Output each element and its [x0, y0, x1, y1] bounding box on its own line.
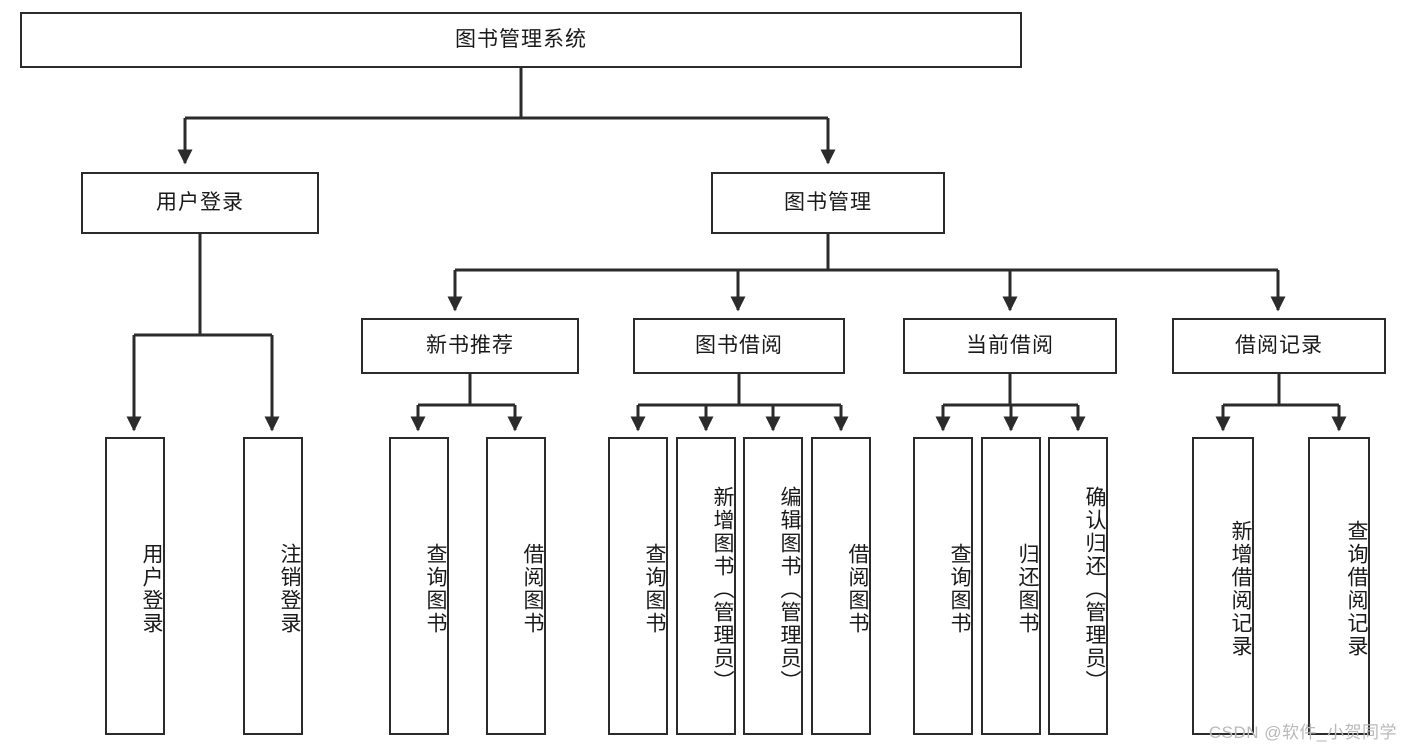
node-user-login[interactable]: 用户登录: [81, 172, 319, 234]
node-leaf-query-book-rec-label: 查询图书: [424, 543, 447, 635]
node-leaf-add-record[interactable]: 新增借阅记录: [1192, 437, 1254, 735]
node-leaf-borrow-book-rec[interactable]: 借阅图书: [486, 437, 546, 735]
edge-book-manage-to-level3: [447, 234, 1286, 312]
edge-borrow-record-to-leaves: [1215, 374, 1347, 432]
node-leaf-add-book[interactable]: 新增图书（管理员）: [676, 437, 736, 735]
edge-root-to-level2: [177, 68, 836, 165]
node-leaf-query-book-rec[interactable]: 查询图书: [389, 437, 449, 735]
node-new-book-rec-label: 新书推荐: [426, 333, 514, 357]
node-leaf-query-book-cur-label: 查询图书: [948, 543, 971, 635]
edge-current-borrow-to-leaves: [935, 374, 1086, 432]
node-leaf-user-logout[interactable]: 注销登录: [243, 437, 303, 735]
edge-book-borrow-to-leaves: [630, 374, 849, 432]
node-leaf-borrow-book-label: 借阅图书: [846, 543, 869, 635]
node-leaf-query-book-borrow-label: 查询图书: [643, 543, 666, 635]
node-root[interactable]: 图书管理系统: [20, 12, 1022, 68]
node-book-borrow-label: 图书借阅: [695, 333, 783, 357]
node-leaf-return-book[interactable]: 归还图书: [981, 437, 1041, 735]
node-borrow-record[interactable]: 借阅记录: [1172, 318, 1386, 374]
node-current-borrow[interactable]: 当前借阅: [903, 318, 1117, 374]
node-root-label: 图书管理系统: [455, 27, 587, 51]
node-leaf-add-book-label: 新增图书（管理员）: [711, 485, 734, 693]
node-leaf-user-logout-label: 注销登录: [278, 543, 301, 635]
node-leaf-edit-book-label: 编辑图书（管理员）: [778, 485, 801, 693]
watermark: CSDN @软件_小贺同学: [1208, 723, 1397, 742]
node-leaf-query-record-label: 查询借阅记录: [1345, 520, 1368, 658]
node-leaf-confirm-return-label: 确认归还（管理员）: [1083, 485, 1106, 693]
node-borrow-record-label: 借阅记录: [1235, 333, 1323, 357]
node-book-manage-label: 图书管理: [784, 190, 872, 214]
node-leaf-borrow-book-rec-label: 借阅图书: [521, 543, 544, 635]
node-leaf-user-login[interactable]: 用户登录: [105, 437, 165, 735]
node-leaf-confirm-return[interactable]: 确认归还（管理员）: [1048, 437, 1108, 735]
node-leaf-query-record[interactable]: 查询借阅记录: [1308, 437, 1370, 735]
node-leaf-edit-book[interactable]: 编辑图书（管理员）: [743, 437, 803, 735]
node-leaf-return-book-label: 归还图书: [1016, 543, 1039, 635]
node-user-login-label: 用户登录: [156, 190, 244, 214]
edge-user-login-to-leaves: [126, 234, 280, 432]
node-current-borrow-label: 当前借阅: [966, 333, 1054, 357]
node-book-manage[interactable]: 图书管理: [711, 172, 945, 234]
node-leaf-user-login-label: 用户登录: [140, 543, 163, 635]
edge-new-book-rec-to-leaves: [410, 374, 523, 432]
node-leaf-query-book-cur[interactable]: 查询图书: [913, 437, 973, 735]
node-leaf-borrow-book[interactable]: 借阅图书: [811, 437, 871, 735]
node-leaf-add-record-label: 新增借阅记录: [1229, 520, 1252, 658]
node-book-borrow[interactable]: 图书借阅: [633, 318, 845, 374]
node-new-book-rec[interactable]: 新书推荐: [361, 318, 579, 374]
node-leaf-query-book-borrow[interactable]: 查询图书: [608, 437, 668, 735]
